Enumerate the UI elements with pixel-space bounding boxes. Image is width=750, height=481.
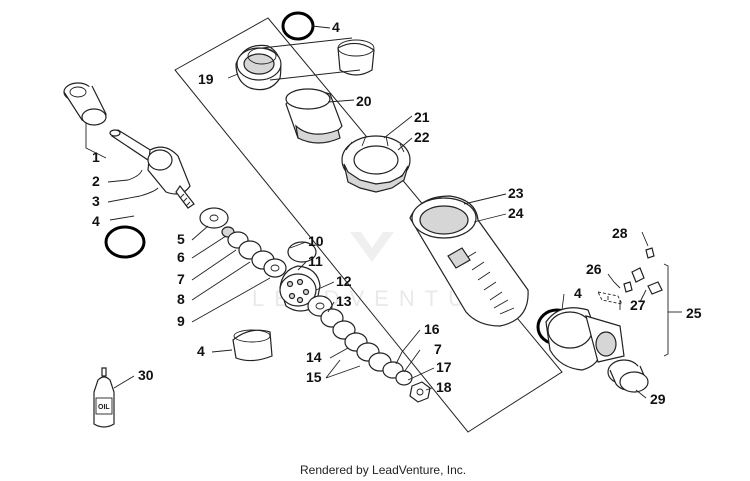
callout-14: 14: [306, 349, 322, 365]
spring-collar-part: [341, 135, 411, 193]
wear-band-top: [337, 39, 375, 76]
callout-labels: 1 2 3 4 4 4 4 5 6 7 7 8 9 10 11 12 13 14…: [92, 19, 702, 407]
piston-stack-left: [199, 207, 287, 278]
callout-3: 3: [92, 193, 100, 209]
callout-11: 11: [308, 253, 323, 269]
callout-15: 15: [306, 369, 322, 385]
callout-19: 19: [198, 71, 214, 87]
callout-8: 8: [177, 291, 185, 307]
callout-4a: 4: [92, 213, 100, 229]
callout-22: 22: [414, 129, 430, 145]
valve-group: [597, 247, 663, 310]
wear-band-left: [232, 329, 273, 362]
oil-bottle: OIL: [93, 367, 115, 428]
callout-29: 29: [650, 391, 666, 407]
oil-label: OIL: [98, 404, 110, 411]
callout-4c: 4: [197, 343, 205, 359]
callout-26: 26: [586, 261, 602, 277]
sleeve-part: [285, 88, 343, 144]
callout-18: 18: [436, 379, 452, 395]
callout-27: 27: [630, 297, 646, 313]
oring-part: [104, 225, 146, 259]
callout-23: 23: [508, 185, 524, 201]
callout-17: 17: [436, 359, 452, 375]
callout-20: 20: [356, 93, 372, 109]
callout-25: 25: [686, 305, 702, 321]
leader-lines: [85, 25, 682, 399]
callout-12: 12: [336, 273, 352, 289]
callout-4d: 4: [574, 285, 582, 301]
callout-6: 6: [177, 249, 185, 265]
bushing-right: [607, 359, 649, 393]
callout-28: 28: [612, 225, 628, 241]
callout-30: 30: [138, 367, 154, 383]
shock-body-part: [409, 195, 529, 327]
seal-head-part: [235, 44, 282, 91]
callout-4b: 4: [332, 19, 340, 35]
callout-7a: 7: [177, 271, 185, 287]
callout-9: 9: [177, 313, 185, 329]
bushing-part: [63, 82, 107, 126]
callout-2: 2: [92, 173, 100, 189]
callout-1: 1: [92, 149, 100, 165]
callout-13: 13: [336, 293, 352, 309]
callout-21: 21: [414, 109, 430, 125]
seal-guide-lines: [261, 37, 361, 81]
shaft-eye-part: [109, 129, 195, 209]
end-cap-part: [545, 307, 625, 371]
callout-7b: 7: [434, 341, 442, 357]
piston-stack-right: [307, 295, 431, 403]
callout-5: 5: [177, 231, 185, 247]
callout-24: 24: [508, 205, 524, 221]
callout-16: 16: [424, 321, 440, 337]
oring-top: [281, 11, 315, 41]
assembly-outline: [174, 17, 563, 433]
credit-text: Rendered by LeadVenture, Inc.: [300, 463, 466, 477]
callout-10: 10: [308, 233, 324, 249]
